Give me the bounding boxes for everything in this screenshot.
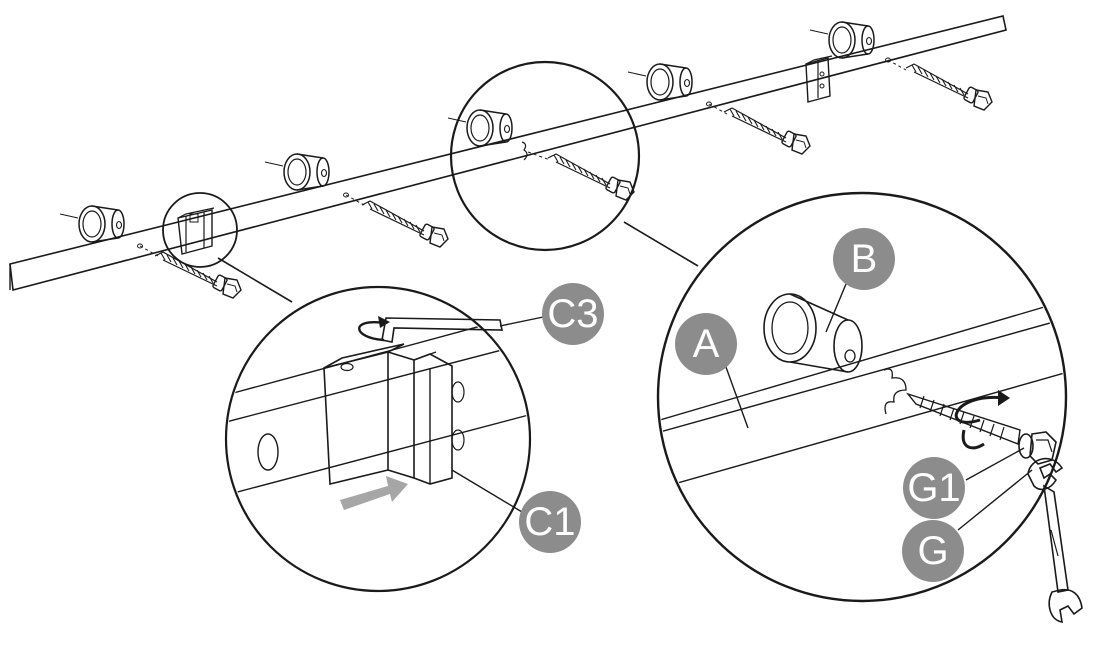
label-c3: C3 [542,283,604,345]
wrench-icon [1027,457,1083,623]
detail-circle-joint-small [449,60,641,252]
detail-circle-connector-small [162,192,238,268]
label-a: A [675,313,737,375]
label-b: B [833,228,895,290]
spacer-4 [627,63,693,101]
detail-circle-connector [224,285,549,593]
svg-text:A: A [693,322,720,366]
detail-circle-joint [656,191,1083,623]
svg-text:B: B [851,237,878,281]
spacer-1 [59,205,125,243]
svg-text:G: G [917,529,948,573]
spacer-2 [264,153,330,191]
label-g: G [902,520,964,582]
rail-connector-small-right [805,55,833,103]
leader-line-right [623,221,699,267]
lag-screw-5 [905,63,993,111]
lag-screw-1 [154,251,242,299]
spacer-3 [447,109,513,147]
svg-text:G1: G1 [907,466,960,510]
svg-text:C1: C1 [524,500,575,544]
svg-text:C3: C3 [547,292,598,336]
lag-screw-3 [547,153,635,201]
lag-screw-2 [361,200,449,248]
leader-line-left [217,257,293,303]
label-c1: C1 [519,491,581,553]
rail-connector-small-left [177,207,215,255]
lag-screw-4 [723,107,811,155]
label-g1: G1 [903,457,965,519]
spacer-5 [809,21,875,59]
